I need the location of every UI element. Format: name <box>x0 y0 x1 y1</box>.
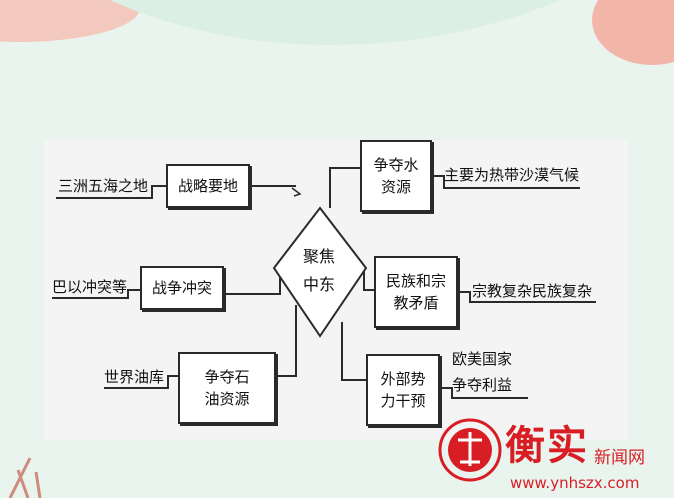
box-water-resources-line1: 争夺水 <box>373 156 419 174</box>
box-oil-resources-line1: 争夺石 <box>204 368 250 386</box>
underline-war-label <box>52 289 140 299</box>
pink-blob-top-left <box>0 0 140 42</box>
box-external-intervention: 外部势 力干预 <box>366 354 440 426</box>
center-label-line2: 中东 <box>302 275 335 294</box>
center-diamond <box>272 206 368 338</box>
underline-strategic-label <box>56 185 166 199</box>
underline-ethnic-label <box>458 291 596 303</box>
underline-water-label <box>432 175 580 189</box>
connector-water <box>329 167 360 208</box>
box-oil-resources-line2: 油资源 <box>204 390 250 408</box>
label-western-countries-line2: 争夺利益 <box>452 376 513 394</box>
leaf-decoration-bottom-left <box>8 457 42 498</box>
underline-oil-label <box>104 375 178 389</box>
label-desert-climate: 主要为热带沙漠气候 <box>444 166 580 184</box>
watermark-news: 新闻网 <box>594 448 645 468</box>
label-oil-depot: 世界油库 <box>104 368 165 386</box>
label-three-continents: 三洲五海之地 <box>58 177 149 195</box>
label-western-countries: 欧美国家 争夺利益 <box>452 346 512 398</box>
box-oil-resources: 争夺石 油资源 <box>178 352 276 424</box>
box-strategic-location-text: 战略要地 <box>177 177 238 195</box>
box-external-intervention-line1: 外部势 <box>380 370 426 388</box>
label-conflicts: 巴以冲突等 <box>52 278 128 296</box>
green-wave-top <box>110 0 560 45</box>
box-ethnic-religious-line2: 教矛盾 <box>393 294 439 312</box>
box-water-resources-line2: 资源 <box>380 178 411 196</box>
connector-ethnic <box>363 268 374 291</box>
watermark-url: www.ynhszx.com <box>510 474 640 492</box>
connector-external <box>341 322 366 381</box>
center-label-line1: 聚焦 <box>302 247 335 266</box>
pink-blob-top-right <box>592 0 674 65</box>
box-ethnic-religious-line1: 民族和宗 <box>385 272 446 290</box>
watermark-brand: 衡实 <box>505 422 589 469</box>
box-war-conflict: 战争冲突 <box>140 266 224 310</box>
center-label: 聚焦 中东 <box>294 243 344 299</box>
box-war-conflict-text: 战争冲突 <box>151 279 212 297</box>
box-strategic-location: 战略要地 <box>166 164 250 208</box>
box-external-intervention-line2: 力干预 <box>380 392 426 410</box>
box-ethnic-religious: 民族和宗 教矛盾 <box>374 256 458 328</box>
connector-oil <box>276 305 297 377</box>
small-arrow-mark <box>291 187 302 197</box>
underline-external-label <box>440 387 528 399</box>
box-water-resources: 争夺水 资源 <box>360 140 432 212</box>
label-western-countries-line1: 欧美国家 <box>452 350 513 368</box>
label-complex-religion-ethnicity: 宗教复杂民族复杂 <box>472 282 593 300</box>
